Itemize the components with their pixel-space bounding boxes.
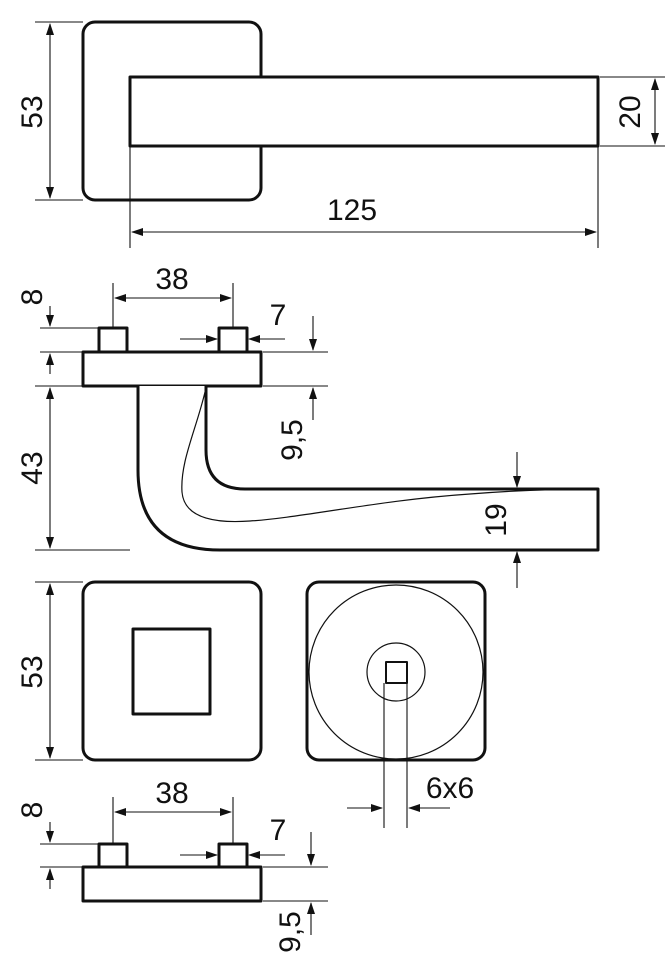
pin-height-bottom-label: 8 [16,802,49,819]
bottom-pin-left [97,842,129,870]
lever-length-label: 125 [327,194,377,227]
bottom-pin-right [217,842,249,870]
back-rose-large-circle [308,584,484,760]
pin-spacing-bottom-label: 38 [155,777,188,810]
top-view: 53 20 125 [16,20,665,248]
pin-width-bottom-label: 7 [270,814,287,847]
side-lever-profile [136,386,600,552]
front-rose-view: 53 [16,580,263,762]
back-rose-view: 6x6 [305,580,487,828]
lever-width-label: 20 [614,95,647,128]
back-rose-small-circle [366,642,426,702]
side-lever-contour [181,391,598,523]
rose-thickness-top-label: 9,5 [276,419,309,461]
lever-end-thickness-label: 19 [480,503,513,536]
pin-height-top-label: 8 [16,289,49,306]
side-rose-base [81,350,263,388]
side-view: 38 8 7 9,5 43 19 [16,263,600,588]
side-pin-left [97,326,129,355]
pin-width-top-label: 7 [270,299,287,332]
lever-height-label: 43 [16,451,49,484]
bottom-side-view: 38 8 7 9,5 [16,777,328,953]
pin-spacing-top-label: 38 [155,263,188,296]
front-rose-height-label: 53 [16,655,49,688]
top-view-lever [128,75,600,148]
front-rose-square-opening [131,627,212,716]
spindle-square-hole [385,661,408,684]
bottom-rose-base [81,865,263,903]
spindle-square-label: 6x6 [426,772,474,805]
top-rose-height-label: 53 [16,95,49,128]
rose-thickness-bottom-label: 9,5 [274,911,307,953]
side-pin-right [217,326,249,355]
